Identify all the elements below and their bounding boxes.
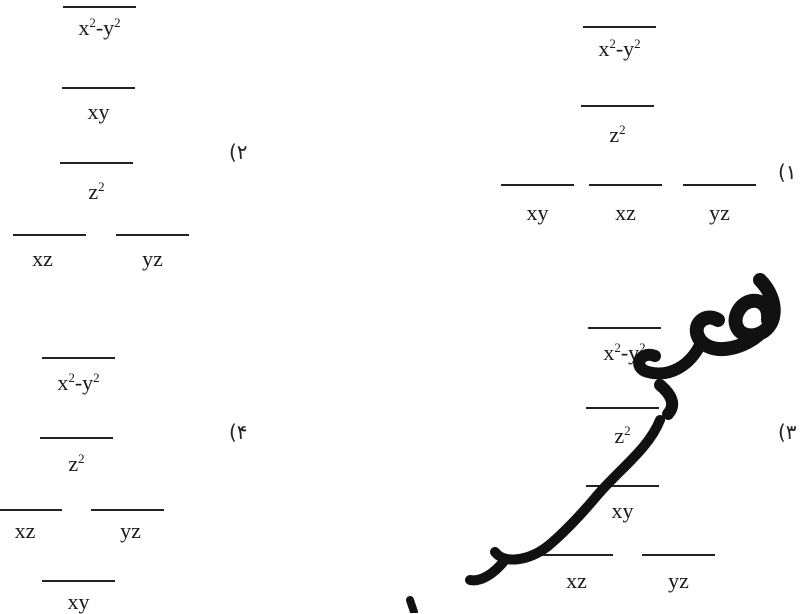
- opt4-level-xy-line: [42, 580, 115, 582]
- opt4-level-xz-label: xz: [14, 518, 36, 543]
- watermark-stroke: [406, 596, 418, 613]
- opt1-level-xz-line: [589, 184, 662, 186]
- watermark-stroke: [689, 310, 765, 357]
- watermark-stroke: [465, 555, 510, 586]
- opt1-level-x2y2-label: x2-y2: [598, 36, 641, 61]
- opt2-level-yz-line: [116, 234, 189, 236]
- opt4-level-z2-line: [40, 437, 113, 439]
- opt4-level-xy-label: xy: [67, 589, 90, 614]
- opt3-level-yz-label: yz: [668, 568, 689, 593]
- opt3-level-xz-line: [540, 554, 613, 556]
- opt2-level-z2-label: z2: [88, 179, 105, 204]
- opt3-level-x2y2-line: [588, 327, 661, 329]
- opt3-level-x2y2-label: x2-y2: [603, 340, 646, 365]
- opt1-level-xy-line: [501, 184, 574, 186]
- watermark-stroke: [490, 541, 553, 565]
- opt2-level-x2y2-line: [63, 6, 136, 8]
- opt4-level-z2-label: z2: [68, 451, 85, 476]
- opt3-level-yz-line: [642, 554, 715, 556]
- opt1-level-z2-label: z2: [609, 122, 626, 147]
- opt4-level-yz-line: [91, 509, 164, 511]
- option-1-label: (۱: [778, 160, 797, 184]
- opt1-level-xy-label: xy: [526, 200, 549, 225]
- opt2-level-z2-line: [60, 162, 133, 164]
- opt2-level-xy-label: xy: [87, 99, 110, 124]
- option-4-label: (۴: [229, 420, 248, 444]
- opt2-level-x2y2-label: x2-y2: [78, 15, 121, 40]
- option-3-label: (۳: [778, 420, 797, 444]
- opt1-level-yz-label: yz: [709, 200, 730, 225]
- opt4-level-xz-line: [0, 509, 62, 511]
- opt2-level-xy-line: [62, 87, 135, 89]
- opt4-level-x2y2-label: x2-y2: [57, 370, 100, 395]
- opt4-level-x2y2-line: [42, 357, 115, 359]
- opt1-level-yz-line: [683, 184, 756, 186]
- opt1-level-x2y2-line: [583, 26, 656, 28]
- opt1-level-xz-label: xz: [615, 200, 636, 225]
- opt1-level-z2-line: [581, 105, 654, 107]
- watermark-stroke: [654, 379, 679, 420]
- opt3-level-xy-line: [586, 485, 659, 487]
- opt3-level-xy-label: xy: [611, 498, 634, 523]
- opt2-level-xz-line: [13, 234, 86, 236]
- opt3-level-z2-label: z2: [614, 423, 631, 448]
- opt2-level-yz-label: yz: [142, 246, 163, 271]
- option-2-label: (۲: [229, 140, 248, 164]
- watermark-stroke: [728, 273, 781, 343]
- opt4-level-yz-label: yz: [120, 518, 141, 543]
- opt3-level-xz-label: xz: [566, 568, 587, 593]
- opt3-level-z2-line: [586, 407, 659, 409]
- opt2-level-xz-label: xz: [32, 246, 53, 271]
